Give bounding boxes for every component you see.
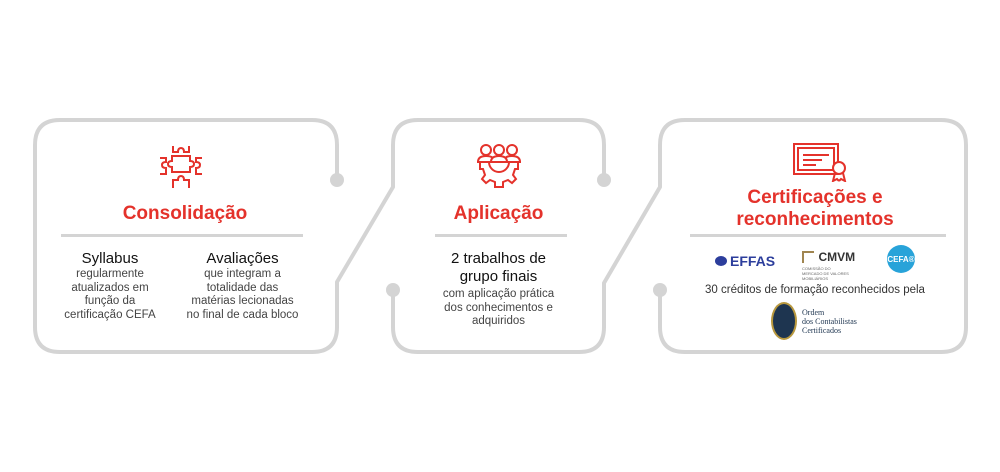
avaliacoes-description: que integram a totalidade das matérias l… <box>175 268 310 322</box>
divider <box>435 234 567 237</box>
text-line: atualizados em <box>71 281 149 294</box>
heading-syllabus: Syllabus <box>81 250 139 267</box>
connector-dot <box>597 173 611 187</box>
syllabus-description: regularmente atualizados em função da ce… <box>50 268 170 322</box>
heading-trabalhos: 2 trabalhos de grupo finais <box>400 250 597 286</box>
text-line: totalidade das <box>206 281 279 294</box>
text-line: adquiridos <box>471 315 526 327</box>
cmvm-mark-icon <box>802 250 814 263</box>
team-gear-icon <box>477 144 521 188</box>
connector-dot <box>386 283 400 297</box>
cefa-text: CEFA® <box>887 254 915 264</box>
text-line: função da <box>84 295 136 307</box>
occ-crest-icon <box>771 302 797 340</box>
occ-logo: Ordem dos Contabilistas Certificados <box>771 302 857 340</box>
text-line: certificação CEFA <box>64 308 156 321</box>
occ-text: Ordem dos Contabilistas Certificados <box>802 308 857 335</box>
heading-avaliacoes: Avaliações <box>206 250 279 267</box>
recognition-text: 30 créditos de formação reconhecidos pel… <box>705 284 925 296</box>
text-line: reconhecimentos <box>736 209 894 230</box>
text-line: com aplicação prática <box>442 288 555 300</box>
text-line: regularmente <box>76 268 144 280</box>
divider <box>61 234 303 237</box>
panel-title-aplicacao: Aplicação <box>453 203 544 224</box>
panel-2-outline <box>391 118 968 354</box>
divider <box>690 234 946 237</box>
text-line: no final de cada bloco <box>186 308 299 321</box>
connector-dot <box>330 173 344 187</box>
effas-text: EFFAS <box>730 253 776 269</box>
text-line: dos Contabilistas <box>802 316 857 326</box>
certificate-icon <box>793 143 847 182</box>
cmvm-text: CMVM <box>818 249 856 264</box>
puzzle-icon <box>160 146 202 188</box>
text-line: dos conhecimentos e <box>444 301 553 314</box>
connector-dot <box>653 283 667 297</box>
panel-1-outline <box>33 118 606 354</box>
text-line: Certificados <box>802 325 842 335</box>
trabalhos-description: com aplicação prática dos conhecimentos … <box>400 288 597 329</box>
cefa-logo: CEFA® <box>887 245 915 273</box>
text-line: 2 trabalhos de <box>450 250 547 267</box>
cmvm-subtitle: COMISSÃO DO MERCADO DE VALORES MOBILIÁRI… <box>802 266 849 281</box>
text-line: Ordem <box>802 307 825 317</box>
panel-title-consolidacao: Consolidação <box>122 203 248 224</box>
panel-title-certificacoes: Certificações e reconhecimentos <box>665 187 965 231</box>
text-line: que integram a <box>204 268 281 280</box>
effas-logo: EFFAS <box>715 253 775 269</box>
text-line: matérias lecionadas <box>191 295 294 307</box>
cmvm-logo: CMVM COMISSÃO DO MERCADO DE VALORES MOBI… <box>802 248 855 281</box>
effas-globe-icon <box>715 256 727 266</box>
text-line: Certificações e <box>747 187 883 208</box>
text-line: grupo finais <box>459 268 538 285</box>
